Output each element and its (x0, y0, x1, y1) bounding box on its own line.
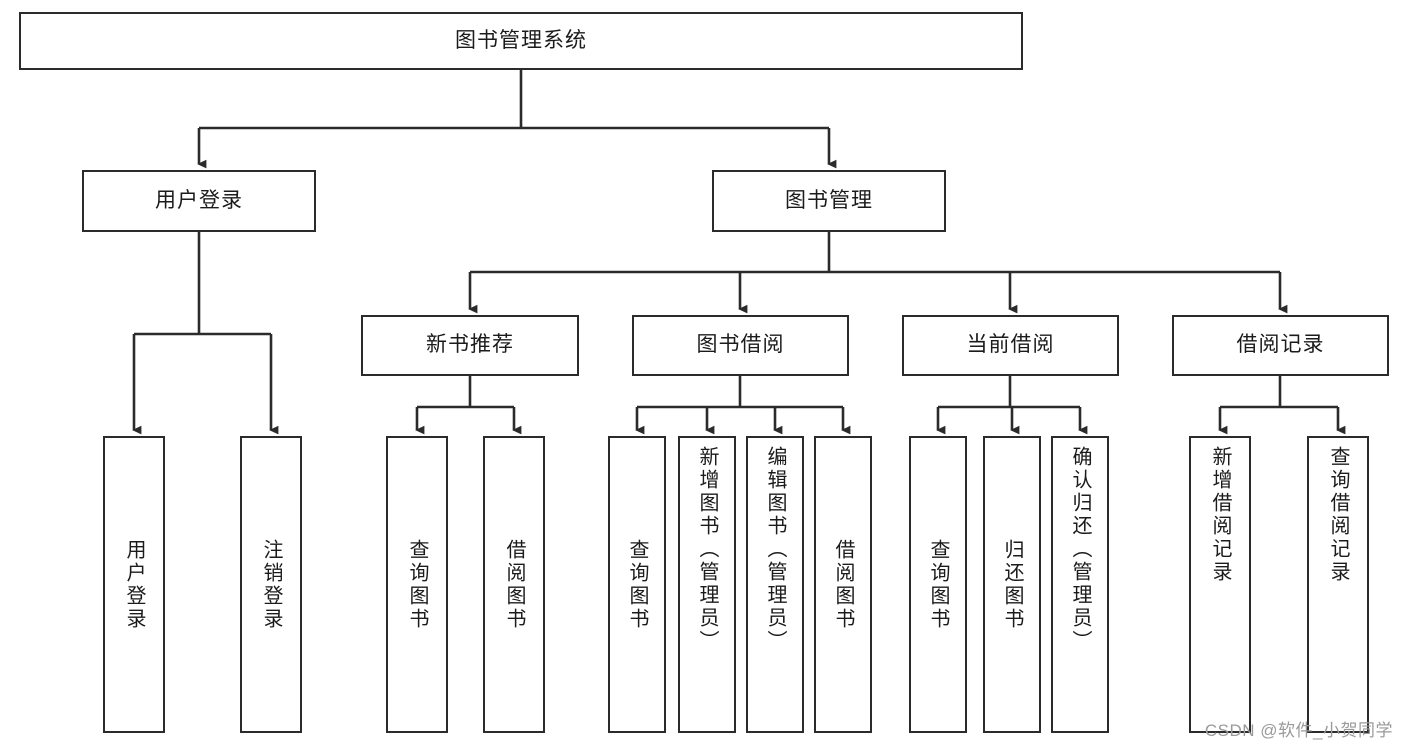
node-book-borrow[interactable]: 图书借阅 (632, 315, 849, 376)
node-borrow-record[interactable]: 借阅记录 (1172, 315, 1389, 376)
leaf-query-book-1[interactable]: 查询图书 (386, 436, 448, 733)
node-user-login-label: 用户登录 (155, 188, 243, 212)
connectors-user-login (132, 232, 279, 435)
leaf-edit-book-label: 编辑图书（管理员） (764, 446, 786, 653)
leaf-confirm-return-label: 确认归还（管理员） (1069, 446, 1091, 653)
node-user-login[interactable]: 用户登录 (82, 170, 316, 232)
connectors-root (197, 70, 837, 169)
leaf-add-record[interactable]: 新增借阅记录 (1189, 436, 1251, 733)
leaf-borrow-book-1-label: 借阅图书 (503, 538, 525, 631)
leaf-borrow-book-2-label: 借阅图书 (832, 538, 854, 631)
node-book-manage[interactable]: 图书管理 (712, 170, 946, 232)
connectors-new-book-recommend (415, 376, 522, 435)
leaf-edit-book[interactable]: 编辑图书（管理员） (746, 436, 804, 733)
leaf-return-book[interactable]: 归还图书 (983, 436, 1041, 733)
connectors-book-borrow (635, 376, 851, 435)
leaf-query-book-3-label: 查询图书 (927, 538, 949, 631)
watermark: CSDN @软件_小贺同学 (1204, 721, 1393, 740)
connectors-current-borrow (936, 376, 1088, 435)
leaf-query-book-2[interactable]: 查询图书 (608, 436, 666, 733)
leaf-add-book-label: 新增图书（管理员） (696, 446, 718, 653)
leaf-borrow-book-1[interactable]: 借阅图书 (483, 436, 545, 733)
leaf-query-record-label: 查询借阅记录 (1327, 446, 1349, 584)
node-root[interactable]: 图书管理系统 (19, 12, 1023, 70)
leaf-query-book-1-label: 查询图书 (406, 538, 428, 631)
node-new-book-recommend-label: 新书推荐 (426, 333, 514, 357)
leaf-confirm-return[interactable]: 确认归还（管理员） (1051, 436, 1109, 733)
leaf-query-book-3[interactable]: 查询图书 (909, 436, 967, 733)
leaf-query-book-2-label: 查询图书 (626, 538, 648, 631)
node-borrow-record-label: 借阅记录 (1236, 333, 1325, 357)
leaf-user-login-label: 用户登录 (123, 538, 145, 631)
connectors-borrow-record (1218, 376, 1346, 435)
connectors-book-manage (468, 232, 1288, 314)
node-current-borrow[interactable]: 当前借阅 (902, 315, 1119, 376)
leaf-logout[interactable]: 注销登录 (240, 436, 302, 733)
node-current-borrow-label: 当前借阅 (966, 333, 1055, 357)
node-book-manage-label: 图书管理 (785, 188, 873, 212)
leaf-logout-label: 注销登录 (260, 538, 282, 631)
leaf-borrow-book-2[interactable]: 借阅图书 (814, 436, 872, 733)
leaf-query-record[interactable]: 查询借阅记录 (1307, 436, 1369, 733)
leaf-add-record-label: 新增借阅记录 (1209, 446, 1231, 584)
leaf-add-book[interactable]: 新增图书（管理员） (678, 436, 736, 733)
node-new-book-recommend[interactable]: 新书推荐 (361, 315, 579, 376)
leaf-user-login[interactable]: 用户登录 (103, 436, 165, 733)
leaf-return-book-label: 归还图书 (1001, 538, 1023, 631)
node-book-borrow-label: 图书借阅 (696, 333, 785, 357)
node-root-label: 图书管理系统 (455, 28, 587, 52)
